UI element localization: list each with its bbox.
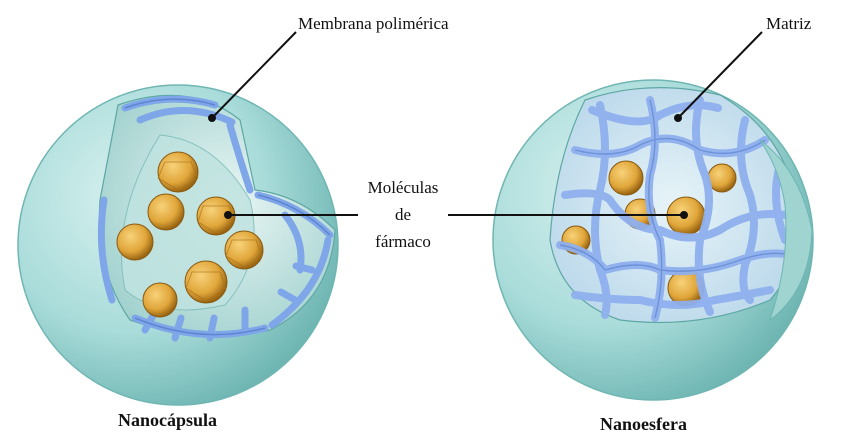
nanosphere-caption: Nanoesfera [600,414,687,435]
matrix-label: Matriz [766,14,811,34]
nanosphere [493,80,813,400]
drug-label-line3: fármaco [358,232,448,252]
drug-label-line1: Moléculas [358,178,448,198]
nanocapsule [18,85,338,405]
membrane-label: Membrana polimérica [298,14,449,34]
nanocapsule-caption: Nanocápsula [118,410,217,431]
drug-label-line2: de [358,205,448,225]
